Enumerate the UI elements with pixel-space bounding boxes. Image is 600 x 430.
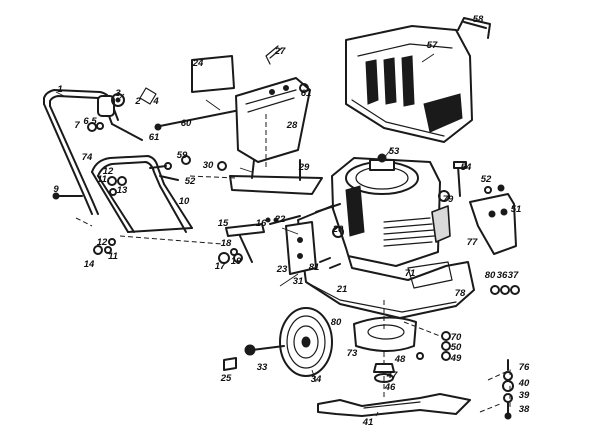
assembly-lines	[75, 114, 267, 245]
part-callout-22: 22	[274, 214, 286, 225]
part-callout-73: 73	[347, 348, 358, 359]
part-callout-29: 29	[298, 162, 310, 173]
wheel-cap	[223, 357, 237, 371]
part-callout-57: 57	[427, 40, 438, 51]
part-callout-11b: 11	[108, 251, 118, 262]
wheel-bolt	[251, 345, 285, 351]
part-callout-21: 21	[336, 284, 348, 295]
part-callout-58: 58	[473, 14, 484, 25]
part-callout-11a: 11	[97, 174, 107, 185]
part-callout-6: 6	[83, 116, 89, 127]
part-callout-31: 31	[293, 276, 304, 287]
part-callout-12a: 12	[103, 166, 114, 177]
cover-grip	[457, 17, 491, 39]
part-callout-41: 41	[362, 417, 374, 428]
leader-lines	[55, 53, 435, 417]
part-callout-2: 2	[134, 96, 141, 107]
mower-deck	[285, 203, 520, 319]
cowl-bracket	[229, 175, 323, 195]
deck-shell	[297, 205, 475, 319]
part-callout-27: 27	[274, 46, 286, 57]
part-callout-4: 4	[152, 96, 159, 107]
part-callout-24: 24	[192, 58, 204, 69]
part-callout-19: 19	[231, 256, 242, 267]
part-callout-36: 36	[497, 270, 508, 281]
fasteners	[403, 321, 514, 420]
part-callout-15: 15	[218, 218, 229, 229]
part-callout-25: 25	[220, 373, 232, 384]
part-callout-51: 51	[511, 204, 522, 215]
part-callout-50: 50	[451, 342, 462, 353]
part-callout-20: 20	[332, 224, 344, 235]
engine	[331, 153, 517, 267]
part-callout-52a: 52	[185, 176, 196, 187]
part-callout-70: 70	[451, 332, 462, 343]
part-callout-28: 28	[286, 120, 298, 131]
axle-parts	[218, 215, 301, 264]
side-plate	[285, 221, 317, 275]
blade-assembly	[317, 300, 471, 417]
part-callout-30: 30	[203, 160, 214, 171]
part-callout-33: 33	[257, 362, 268, 373]
blade-adapter	[353, 316, 417, 352]
part-callout-14: 14	[84, 259, 95, 270]
part-callout-37: 37	[508, 270, 519, 281]
part-callout-48: 48	[394, 354, 406, 365]
part-callout-16: 16	[256, 218, 267, 229]
part-callout-7: 7	[74, 120, 80, 131]
part-callout-59: 59	[177, 150, 188, 161]
part-callout-71: 71	[405, 268, 416, 279]
part-callout-38: 38	[519, 404, 530, 415]
part-callout-34: 34	[311, 374, 322, 385]
part-callout-80a: 80	[485, 270, 496, 281]
handle-clamp	[97, 95, 115, 117]
part-callout-61a: 61	[149, 132, 160, 143]
part-callout-78: 78	[455, 288, 466, 299]
part-callout-74: 74	[82, 152, 93, 163]
engine-cover	[345, 17, 491, 143]
small-clip	[139, 87, 157, 105]
part-callout-13: 13	[117, 185, 128, 196]
control-panel	[154, 45, 323, 195]
spring-clip	[265, 45, 283, 65]
part-callout-81: 81	[309, 262, 320, 273]
part-callout-12b: 12	[97, 237, 108, 248]
part-callout-77: 77	[467, 237, 478, 248]
part-callout-40: 40	[518, 378, 530, 389]
blade-hub	[373, 363, 395, 373]
part-callout-39: 39	[519, 390, 530, 401]
part-callout-5: 5	[91, 116, 97, 127]
label-plate	[191, 55, 235, 93]
part-callout-10: 10	[179, 196, 190, 207]
axle-lever	[225, 223, 265, 237]
part-callout-46: 46	[384, 382, 396, 393]
part-callout-23: 23	[276, 264, 288, 275]
part-callout-17: 17	[215, 261, 226, 272]
part-callout-80b: 80	[331, 317, 342, 328]
part-callout-76: 76	[519, 362, 530, 373]
part-callout-1: 1	[57, 84, 62, 95]
part-callout-61b: 61	[301, 88, 312, 99]
part-callout-47: 47	[386, 370, 398, 381]
cooling-fins	[383, 217, 435, 247]
rear-wheel	[223, 307, 333, 377]
part-callout-54: 54	[461, 162, 472, 173]
part-callout-53: 53	[389, 146, 400, 157]
part-callout-18: 18	[221, 238, 232, 249]
part-callout-49: 49	[450, 353, 462, 364]
lower-handle	[52, 155, 193, 255]
part-callout-60: 60	[181, 118, 192, 129]
part-callout-79: 79	[443, 194, 454, 205]
part-callout-9: 9	[53, 184, 59, 195]
spark-rod	[457, 165, 461, 197]
part-callout-52b: 52	[481, 174, 492, 185]
upper-handle	[43, 87, 157, 215]
part-callout-3: 3	[115, 88, 121, 99]
